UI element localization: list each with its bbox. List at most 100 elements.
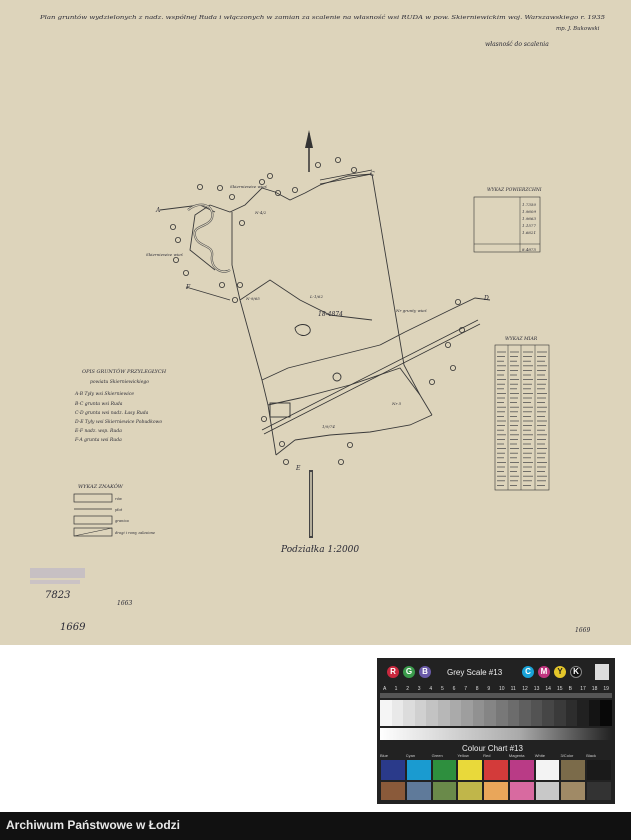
legend-item: B-C grunta wsi Ruda xyxy=(74,401,123,407)
pond xyxy=(294,324,311,336)
swatch-label: Green xyxy=(431,753,443,758)
grey-patch xyxy=(553,700,566,726)
cmyk-k: K xyxy=(570,666,582,678)
colour-swatch xyxy=(509,782,534,800)
colour-swatch xyxy=(484,760,508,780)
area-row: 1.9609 xyxy=(522,209,536,214)
colour-swatches-lower xyxy=(380,782,612,800)
colour-swatch xyxy=(587,782,612,800)
archive-stamp: 7823 xyxy=(30,568,85,601)
well xyxy=(332,372,342,382)
footer-bar xyxy=(0,812,631,840)
colour-swatch xyxy=(406,782,431,800)
pencil-note: własność do scalenia xyxy=(485,41,549,48)
grey-tick: 18 xyxy=(591,686,598,692)
area-table-title: WYKAZ POWIERZCHNI xyxy=(487,187,542,193)
parcel-label-3: N-4/2 xyxy=(254,210,267,215)
grey-tick: 2 xyxy=(406,686,409,692)
sign-item: granica xyxy=(115,519,129,523)
grey-patch xyxy=(588,700,601,726)
building xyxy=(269,402,291,418)
colour-swatch xyxy=(535,782,560,800)
catalog-number-left: 1669 xyxy=(60,622,86,633)
grey-tick: 8 xyxy=(475,686,479,692)
grey-patch xyxy=(600,700,612,726)
grey-patch xyxy=(426,700,438,726)
grey-tick: 9 xyxy=(487,686,491,692)
colour-swatch xyxy=(406,760,431,780)
signs-legend: WYKAZ ZNAKÓW rów płot granica drogi i ro… xyxy=(73,482,155,537)
grey-patch xyxy=(542,700,554,726)
road xyxy=(261,169,481,435)
marker-a: A xyxy=(155,207,161,214)
legend-item: D-E Tyły wsi Skierniewice Pobudkowo xyxy=(74,419,162,425)
grey-tick: 12 xyxy=(522,686,528,692)
marker-b: C xyxy=(370,171,375,178)
area-table: WYKAZ POWIERZCHNI 1.7350 1.9609 1.9663 1… xyxy=(473,187,542,253)
grey-tick: 6 xyxy=(452,686,456,692)
adjacent-lands-legend: OPIS GRUNTÓW PRZYLEGŁYCH powiatu Skierni… xyxy=(74,367,167,443)
north-arrow-top xyxy=(305,130,313,172)
legend-title: OPIS GRUNTÓW PRZYLEGŁYCH xyxy=(82,367,167,375)
colour-swatches xyxy=(380,760,612,780)
swatch-label: Red xyxy=(483,753,491,758)
grey-patch xyxy=(461,700,473,726)
archive-name: Archiwum Państwowe w Łodzi xyxy=(6,818,181,832)
grey-patch xyxy=(519,700,531,726)
grey-tick: 7 xyxy=(464,686,467,692)
grey-scale-strip xyxy=(380,700,612,726)
grey-tick: 11 xyxy=(510,686,516,692)
grey-tick: 3 xyxy=(417,686,421,692)
grey-tick: 13 xyxy=(533,686,540,692)
grey-patch xyxy=(507,700,520,726)
grey-patch xyxy=(484,700,496,726)
colour-swatch xyxy=(587,760,612,780)
area-row: 1.7350 xyxy=(522,202,536,207)
colour-swatch xyxy=(561,760,586,780)
stream xyxy=(187,203,231,273)
marker-d: D xyxy=(483,295,489,302)
colour-swatch xyxy=(484,782,508,800)
grey-patch xyxy=(449,700,462,726)
colour-swatch xyxy=(381,782,405,800)
legend-item: E-F nadz. wsp. Ruda xyxy=(74,428,122,434)
measure-table: WYKAZ MIAR xyxy=(494,336,550,491)
rgb-b: B xyxy=(419,666,431,678)
area-row: 1.1577 xyxy=(522,223,536,228)
colour-chart-title: Colour Chart #13 xyxy=(462,744,523,753)
sign-item: rów xyxy=(115,497,122,501)
grey-scale-title: Grey Scale #13 xyxy=(447,668,503,677)
colour-swatch xyxy=(381,760,405,780)
parcel-label-8: 1/9/74 xyxy=(322,424,335,429)
swatch-label: Yellow xyxy=(457,753,469,758)
grey-scale-strip-top xyxy=(380,693,612,698)
grey-patch xyxy=(565,700,578,726)
marker-c: F xyxy=(185,284,191,291)
rgb-r: R xyxy=(387,666,399,678)
grey-tick: 17 xyxy=(580,686,586,692)
target-logo xyxy=(595,664,609,680)
grey-tick: A xyxy=(383,686,387,692)
grey-tick: B xyxy=(568,686,572,692)
swatch-label: Black xyxy=(586,753,597,758)
swatch-label: 3/Color xyxy=(560,753,574,758)
stamp-number: 7823 xyxy=(45,590,70,601)
scale-label: Podziałka 1:2000 xyxy=(280,545,359,555)
colour-swatch xyxy=(509,760,534,780)
colour-swatch xyxy=(561,782,586,800)
grey-tick: 10 xyxy=(499,686,505,692)
legend-item: A-B Tyły wsi Skierniewice xyxy=(74,391,134,397)
rgb-g: G xyxy=(403,666,415,678)
grey-scale-strip-lower xyxy=(380,728,612,740)
colour-swatch xyxy=(535,760,560,780)
boundary-points xyxy=(169,156,465,465)
grey-tick: 19 xyxy=(603,686,609,692)
grey-patch xyxy=(577,700,589,726)
colour-swatch xyxy=(432,782,457,800)
grey-patch xyxy=(495,700,508,726)
legend-item: C-D grunta wsi nadz. Łasy Ruda xyxy=(75,410,149,416)
signs-title: WYKAZ ZNAKÓW xyxy=(78,482,124,490)
colour-swatch xyxy=(432,760,457,780)
